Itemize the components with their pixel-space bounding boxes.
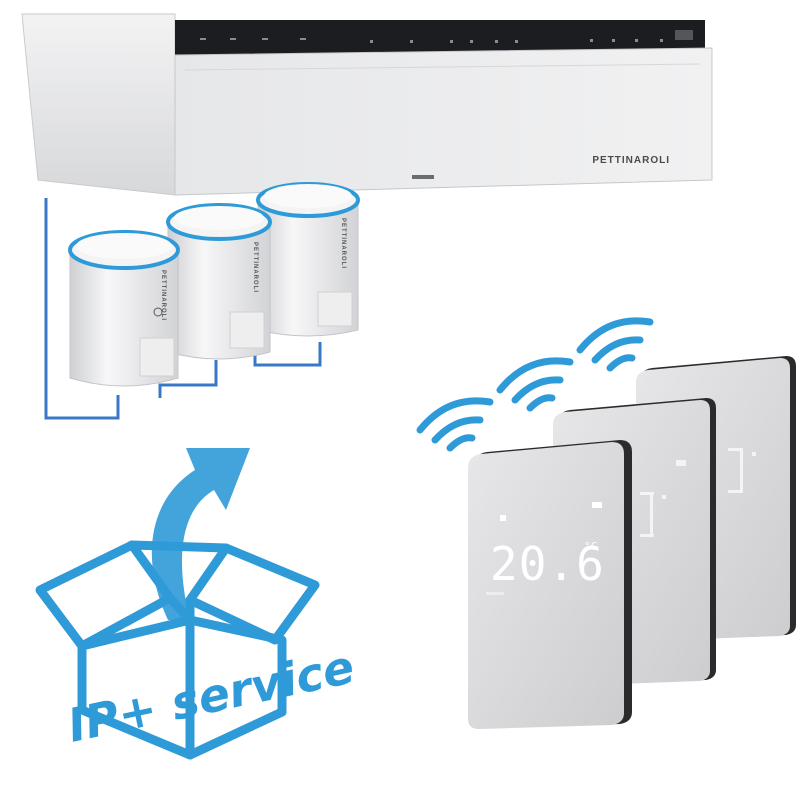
wiring-controller: PETTINAROLI <box>21 13 713 196</box>
display-labels <box>200 30 693 43</box>
thermostat-display <box>728 448 756 493</box>
status-indicator <box>592 502 602 508</box>
thermostat-group: 20.6 °C <box>468 356 796 729</box>
wifi-icon <box>416 397 494 452</box>
mode-icon <box>500 515 506 521</box>
wifi-icon <box>576 317 654 372</box>
temperature-reading: 20.6 <box>490 537 605 591</box>
actuator-brand: PETTINAROLI <box>340 218 346 269</box>
arrow-up-icon <box>151 448 250 620</box>
actuator: PETTINAROLI <box>166 203 272 360</box>
wifi-icon <box>496 357 574 412</box>
promo-label: IP+ service <box>63 639 359 752</box>
actuator: PETTINAROLI <box>256 182 360 337</box>
actuator-brand: PETTINAROLI <box>160 270 166 321</box>
thermostat: 20.6 °C <box>468 440 632 729</box>
temperature-unit: °C <box>584 540 597 553</box>
actuator-group: PETTINAROLI PETTINAROLI PETTINAROLI <box>68 182 360 387</box>
wiring-lines <box>44 198 322 420</box>
actuator: PETTINAROLI <box>68 230 180 387</box>
controller-brand: PETTINAROLI <box>592 155 670 166</box>
led-indicator <box>412 175 434 179</box>
thermostat-display <box>640 460 686 537</box>
actuator-brand: PETTINAROLI <box>252 242 258 293</box>
